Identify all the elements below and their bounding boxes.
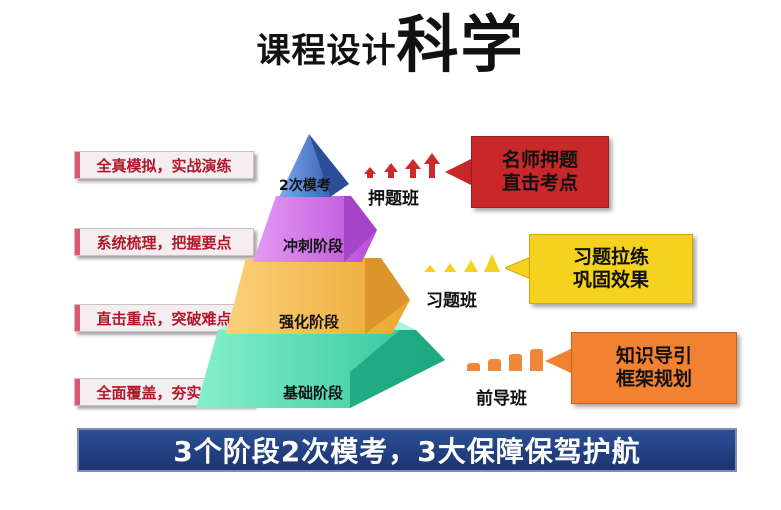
callout-line: 知识导引 xyxy=(615,345,692,368)
callout-line: 直击考点 xyxy=(501,172,578,194)
summary-banner: 3个阶段2次模考，3大保障保驾护航 xyxy=(77,428,737,472)
callout-pointer xyxy=(545,348,573,374)
callout-pointer xyxy=(445,157,475,187)
callout-intro: 知识导引 框架规划 xyxy=(571,332,737,404)
left-label-text: 直击重点，突破难点 xyxy=(96,309,232,328)
bar-marks-icon xyxy=(467,349,543,371)
callout-line: 巩固效果 xyxy=(572,269,649,291)
class-label-intro: 前导班 xyxy=(476,389,527,409)
label-accent xyxy=(75,229,80,255)
stage-label-sprint: 冲刺阶段 xyxy=(283,237,344,255)
label-accent xyxy=(75,305,80,331)
class-label-exam: 押题班 xyxy=(368,189,419,209)
triangle-marks-icon xyxy=(424,254,500,272)
class-label-exercise: 习题班 xyxy=(426,291,477,311)
left-label-text: 系统梳理，把握要点 xyxy=(96,233,232,252)
callout-line: 框架规划 xyxy=(615,368,692,390)
left-label-sprint: 系统梳理，把握要点 xyxy=(74,228,254,256)
callout-line: 习题拉练 xyxy=(572,246,649,269)
callout-exam: 名师押题 直击考点 xyxy=(471,136,609,208)
title-prefix: 课程设计 xyxy=(256,31,397,71)
page-title: 课程设计 科学 xyxy=(0,0,781,84)
stage-label-mock: 2次模考 xyxy=(279,178,331,194)
left-label-mock: 全真模拟，实战演练 xyxy=(74,151,254,179)
pyramid-tier-mock xyxy=(279,134,349,197)
label-accent xyxy=(75,379,80,405)
pyramid-tier-sprint xyxy=(253,196,377,262)
left-label-text: 全真模拟，实战演练 xyxy=(96,156,232,175)
callout-exercise: 习题拉练 巩固效果 xyxy=(529,234,693,304)
arrow-up-icon xyxy=(364,153,440,178)
left-label-text: 全面覆盖，夯实基础 xyxy=(96,383,232,402)
title-emphasis: 科学 xyxy=(396,8,525,81)
pyramid-tier-strengthen xyxy=(226,258,410,334)
callout-line: 名师押题 xyxy=(501,149,578,172)
callout-pointer xyxy=(505,254,535,282)
label-accent xyxy=(75,152,80,178)
stage-label-strengthen: 强化阶段 xyxy=(279,313,340,331)
stage-label-foundation: 基础阶段 xyxy=(283,384,344,402)
